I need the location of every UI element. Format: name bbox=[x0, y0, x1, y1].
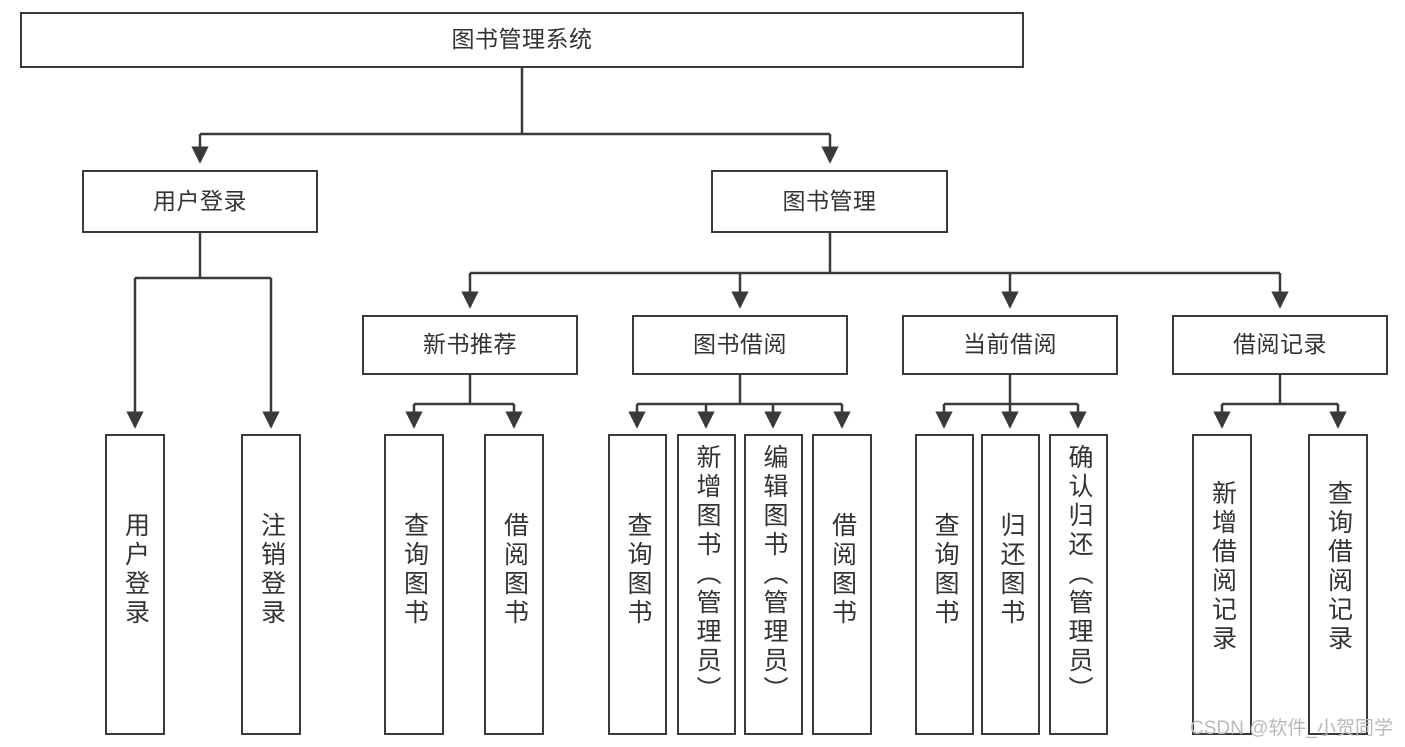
node-root-book-management-system[interactable]: 图书管理系统 bbox=[20, 12, 1024, 68]
node-label: 用户登录 bbox=[153, 187, 247, 214]
watermark-text: CSDN @软件_小贺同学 bbox=[1190, 718, 1393, 739]
node-label: 新增借阅记录 bbox=[1208, 480, 1237, 654]
node-user-login[interactable]: 用户登录 bbox=[82, 170, 318, 233]
node-label: 查询借阅记录 bbox=[1324, 480, 1353, 654]
leaf-add-borrow-record[interactable]: 新增借阅记录 bbox=[1192, 434, 1252, 735]
node-book-borrow[interactable]: 图书借阅 bbox=[632, 315, 848, 375]
leaf-query-book-borrow[interactable]: 查询图书 bbox=[608, 434, 667, 735]
node-label: 用户登录 bbox=[121, 512, 150, 628]
node-borrow-record[interactable]: 借阅记录 bbox=[1172, 315, 1388, 375]
node-label: 图书管理 bbox=[782, 187, 877, 214]
leaf-add-book-admin[interactable]: 新增图书（管理员） bbox=[677, 434, 736, 735]
leaf-edit-book-admin[interactable]: 编辑图书（管理员） bbox=[744, 434, 803, 735]
leaf-return-book[interactable]: 归还图书 bbox=[981, 434, 1040, 735]
node-current-borrow[interactable]: 当前借阅 bbox=[902, 315, 1118, 375]
node-book-manage[interactable]: 图书管理 bbox=[711, 170, 948, 233]
leaf-logout-login[interactable]: 注销登录 bbox=[241, 434, 301, 735]
leaf-borrow-book-borrow[interactable]: 借阅图书 bbox=[812, 434, 872, 735]
node-label: 图书借阅 bbox=[693, 331, 787, 358]
node-label: 编辑图书（管理员） bbox=[760, 444, 788, 705]
node-label: 图书管理系统 bbox=[451, 26, 593, 53]
leaf-user-login[interactable]: 用户登录 bbox=[105, 434, 165, 735]
node-label: 借阅记录 bbox=[1233, 331, 1327, 358]
leaf-borrow-book-recommend[interactable]: 借阅图书 bbox=[484, 434, 544, 735]
leaf-query-borrow-record[interactable]: 查询借阅记录 bbox=[1308, 434, 1368, 735]
node-new-book-recommend[interactable]: 新书推荐 bbox=[362, 315, 578, 375]
leaf-query-book-current[interactable]: 查询图书 bbox=[915, 434, 974, 735]
node-label: 借阅图书 bbox=[828, 512, 857, 628]
leaf-confirm-return-admin[interactable]: 确认归还（管理员） bbox=[1049, 434, 1108, 735]
node-label: 查询图书 bbox=[931, 512, 959, 628]
node-label: 借阅图书 bbox=[500, 512, 529, 628]
node-label: 归还图书 bbox=[997, 512, 1025, 628]
leaf-query-book-recommend[interactable]: 查询图书 bbox=[384, 434, 444, 735]
node-label: 新书推荐 bbox=[423, 331, 517, 358]
node-label: 当前借阅 bbox=[963, 331, 1057, 358]
node-label: 查询图书 bbox=[400, 512, 429, 628]
node-label: 注销登录 bbox=[257, 512, 286, 628]
node-label: 查询图书 bbox=[624, 512, 652, 628]
node-label: 确认归还（管理员） bbox=[1065, 444, 1093, 705]
node-label: 新增图书（管理员） bbox=[693, 444, 721, 705]
